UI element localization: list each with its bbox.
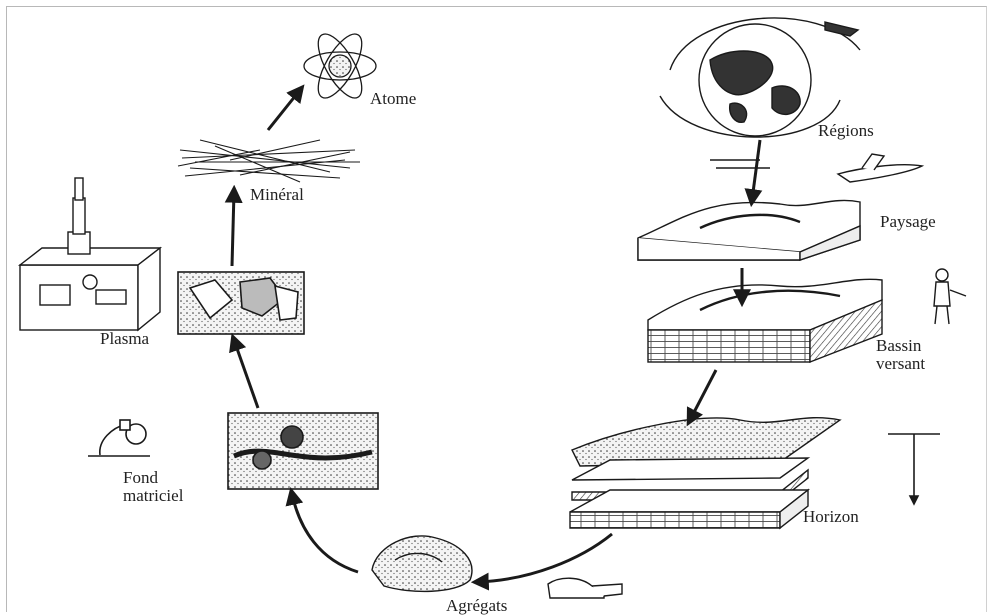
agregats-illustration xyxy=(372,536,472,591)
atom-illustration xyxy=(304,28,376,104)
microscope-illustration xyxy=(20,178,160,330)
label-bassin: Bassin xyxy=(876,336,921,356)
bassin-versant-block xyxy=(648,279,882,362)
globe-illustration xyxy=(660,18,860,137)
mineral-illustration xyxy=(178,140,360,182)
label-regions: Régions xyxy=(818,121,874,141)
label-plasma: Plasma xyxy=(100,329,149,349)
hand-tool-icon xyxy=(548,578,622,598)
plane-icon xyxy=(710,154,922,182)
plasma-thin-section xyxy=(178,272,304,334)
fond-matriciel-thin-section xyxy=(228,413,378,489)
horizon-layers xyxy=(570,418,840,528)
label-versant: versant xyxy=(876,354,925,374)
paysage-block xyxy=(638,200,860,260)
label-agregats: Agrégats xyxy=(446,596,507,616)
label-fond: Fond xyxy=(123,468,158,488)
auger-icon xyxy=(888,434,940,504)
person-icon xyxy=(934,269,966,324)
label-mineral: Minéral xyxy=(250,185,304,205)
small-microscope-icon xyxy=(88,420,150,456)
label-atome: Atome xyxy=(370,89,416,109)
label-matriciel: matriciel xyxy=(123,486,183,506)
label-horizon: Horizon xyxy=(803,507,859,527)
label-paysage: Paysage xyxy=(880,212,936,232)
